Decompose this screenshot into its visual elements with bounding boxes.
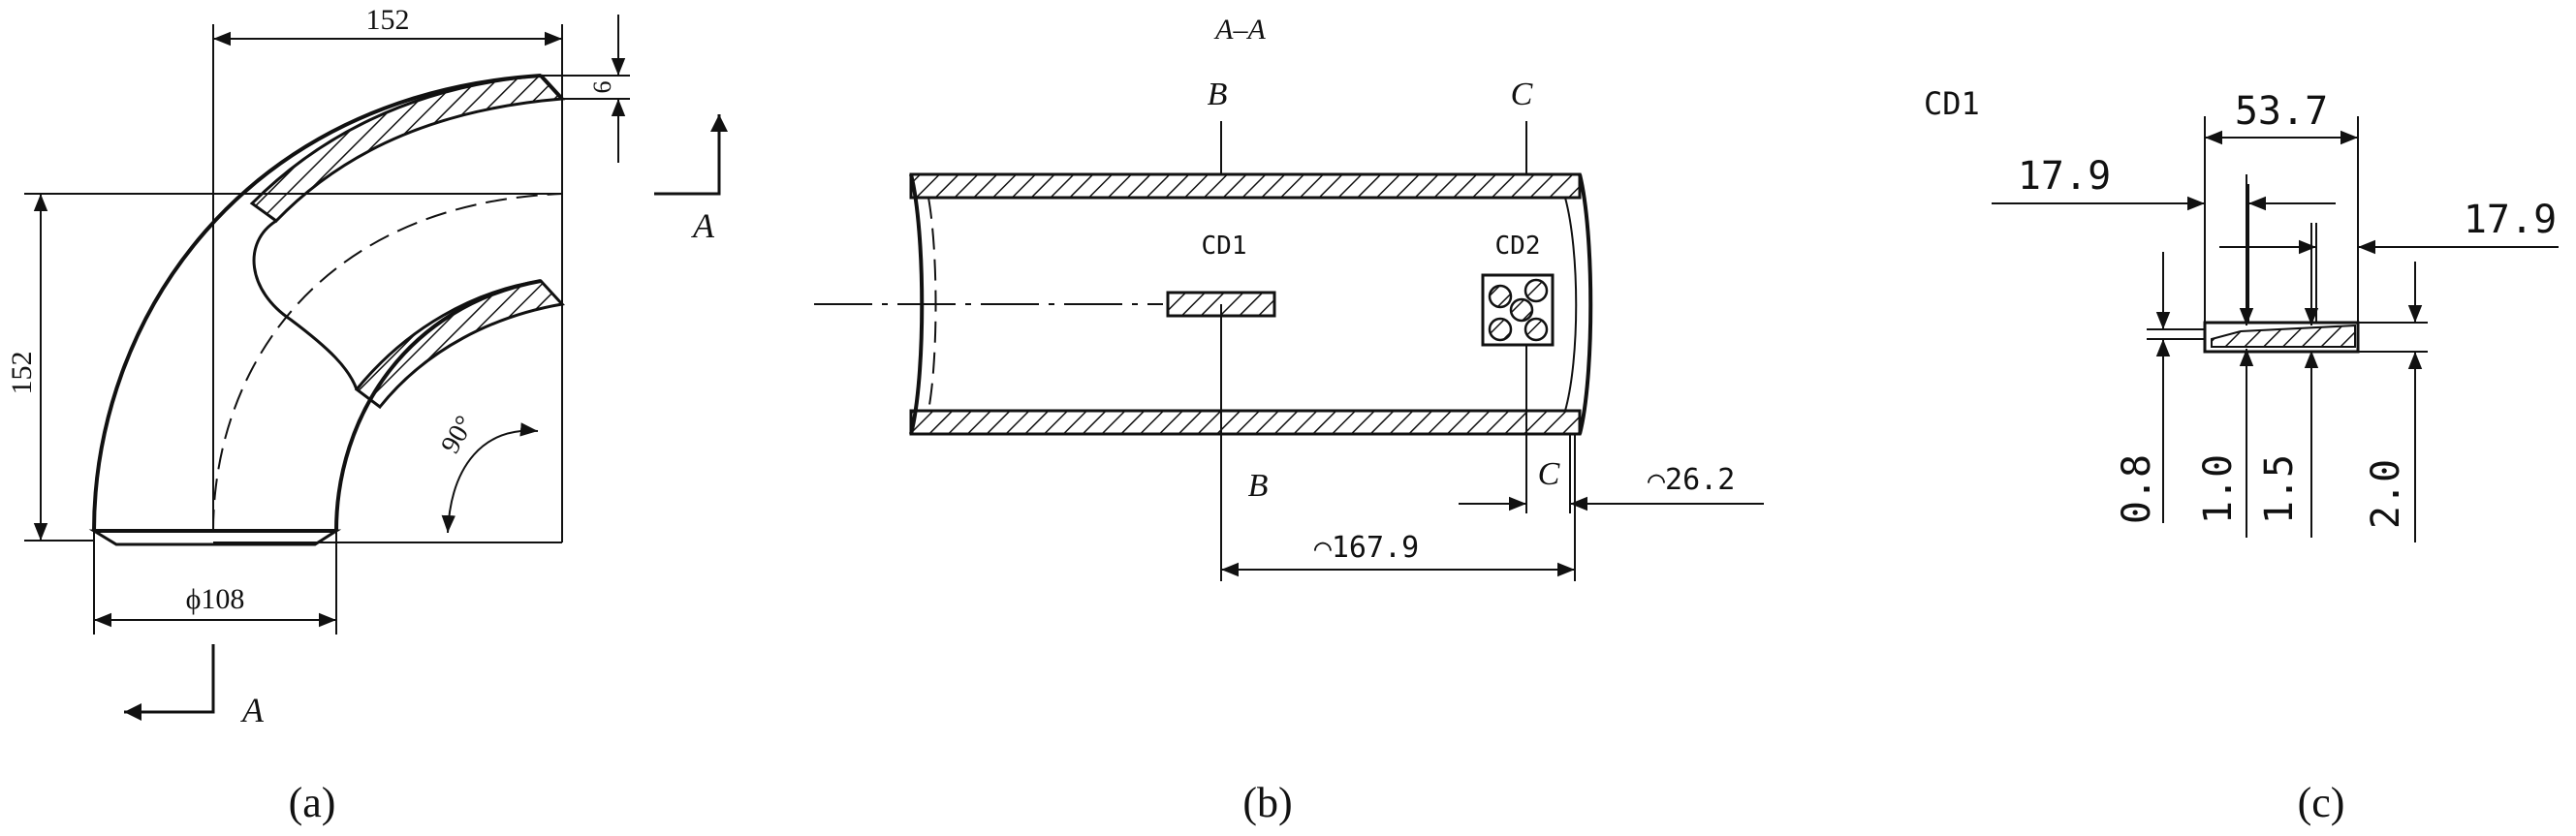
dim-left-152: 152 <box>6 352 38 395</box>
caption-b: (b) <box>1242 779 1292 826</box>
section-arrow-bottom <box>124 644 215 721</box>
pipe-top-wall <box>909 172 1582 200</box>
caption-c: (c) <box>2298 779 2345 826</box>
pipe-right-end <box>1578 173 1593 435</box>
panel-c-defect-detail: CD1 53.7 17.9 17.9 0.8 1.0 1.5 <box>1924 85 2559 826</box>
angle-arc <box>441 422 539 534</box>
dim-arc-26-2: ⌒26.2 <box>1648 463 1735 497</box>
dim-left-17-9: 17.9 <box>2018 154 2111 199</box>
section-label-a-top: A <box>691 206 715 245</box>
panel-b-section-view: A–A CD1 CD2 B B C C ⌒26.2 <box>814 14 1764 826</box>
label-b-top: B <box>1208 77 1228 112</box>
dim-length-53-7: 53.7 <box>2235 89 2328 134</box>
dim-diameter-108: ϕ108 <box>186 583 245 615</box>
elbow-outer-arc <box>92 74 542 532</box>
angle-90: 90° <box>435 411 480 458</box>
elbow-cut-outline <box>252 219 359 390</box>
label-c-top: C <box>1511 77 1533 112</box>
elbow-centerline <box>212 193 563 532</box>
dim-top-152: 152 <box>366 4 410 36</box>
dim-depth-2-0: 2.0 <box>2364 459 2408 529</box>
panel-a-elbow-view: 152 152 6 ϕ108 90° A A (a) <box>6 4 728 826</box>
elbow-top-wall-section <box>249 74 566 223</box>
label-c-bottom: C <box>1538 456 1560 492</box>
elbow-inner-wall-section <box>354 279 565 410</box>
label-cd2: CD2 <box>1495 232 1541 261</box>
dim-right-17-9: 17.9 <box>2464 198 2557 242</box>
pit-circle <box>1488 317 1513 342</box>
pit-circle <box>1488 284 1513 309</box>
dim-depth-1-0: 1.0 <box>2196 454 2241 524</box>
label-b-bottom: B <box>1248 468 1269 504</box>
pipe-bottom-wall <box>909 409 1582 436</box>
caption-a: (a) <box>289 779 336 826</box>
pit-circle <box>1524 317 1549 342</box>
elbow-bottom-bevel <box>88 529 342 546</box>
defect-bar-hatch <box>2211 324 2356 348</box>
dim-arc-167-9: ⌒167.9 <box>1314 531 1419 565</box>
dim-depth-0-8: 0.8 <box>2115 454 2159 524</box>
section-label-a-bottom: A <box>240 691 265 729</box>
pit-circle <box>1509 297 1534 323</box>
detail-title: CD1 <box>1924 85 1980 122</box>
pit-circle <box>1524 278 1549 303</box>
section-arrow-top <box>654 114 728 196</box>
pipe-right-inner <box>1564 197 1578 412</box>
label-cd1: CD1 <box>1202 232 1247 261</box>
section-title: A–A <box>1213 14 1266 46</box>
dim-wall-6: 6 <box>588 81 616 94</box>
dim-depth-1-5: 1.5 <box>2257 454 2302 524</box>
